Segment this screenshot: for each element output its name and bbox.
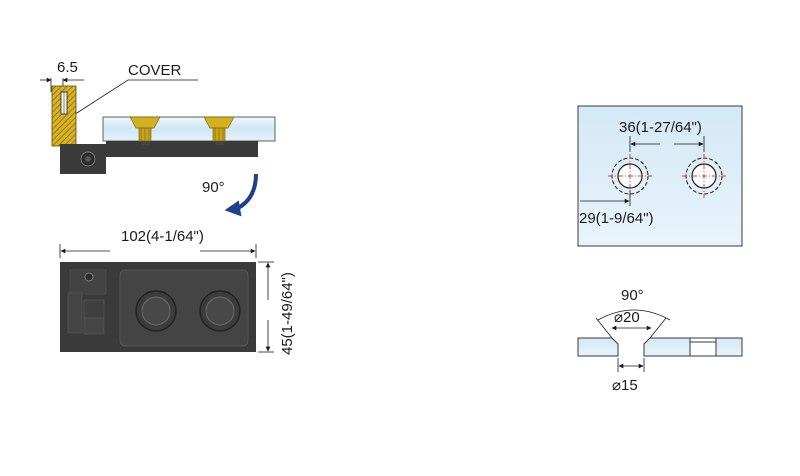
section-plate-left — [577, 337, 619, 357]
length-dimension: 102(4-1/64") — [59, 228, 257, 258]
glass-cutout-view: 36(1-27/64") 29(1-9/64") — [577, 105, 743, 247]
edge-offset-label: 29(1-9/64") — [579, 210, 654, 227]
height-dimension: 45(1-49/64") — [258, 261, 296, 355]
edge-offset-dimension: 29(1-9/64") — [579, 190, 654, 227]
top-view: 102(4-1/64") 45(1-49/64") — [59, 228, 296, 355]
rotation-label: 90° — [202, 179, 225, 196]
cover-label: COVER — [128, 62, 182, 79]
hole-spacing-label: 36(1-27/64") — [619, 119, 702, 136]
cover-leader-line — [65, 79, 198, 121]
thickness-label: 6.5 — [57, 59, 78, 76]
countersink-angle-label: 90° — [621, 287, 644, 304]
length-label: 102(4-1/64") — [121, 228, 204, 245]
thickness-dimension: 6.5 — [40, 59, 84, 92]
brass-bolt-icon — [129, 116, 161, 145]
hole-right-icon — [682, 154, 726, 198]
height-label: 45(1-49/64") — [279, 272, 296, 355]
bolt-head-icon — [199, 290, 241, 332]
countersink-section: 90° ⌀20 ⌀15 — [577, 287, 743, 394]
glass-panel-side — [102, 116, 276, 142]
second-hole-section — [689, 341, 717, 357]
top-diameter-label: ⌀20 — [614, 309, 640, 326]
hole-left-icon — [608, 154, 652, 198]
section-plate-middle — [643, 337, 691, 357]
bottom-diameter-label: ⌀15 — [612, 377, 638, 394]
bolt-head-icon — [135, 290, 177, 332]
rotation-indicator: 90° — [202, 173, 258, 217]
hinge-knuckle — [67, 292, 83, 334]
set-screw-icon — [84, 272, 94, 282]
hole-spacing-dimension: 36(1-27/64") — [619, 119, 705, 152]
base-plate-side — [106, 141, 258, 157]
section-plate-right — [715, 337, 743, 357]
rotation-arrow-icon — [236, 173, 258, 210]
brass-bolt-icon — [203, 116, 235, 145]
side-view: 6.5 COVER — [40, 59, 276, 174]
